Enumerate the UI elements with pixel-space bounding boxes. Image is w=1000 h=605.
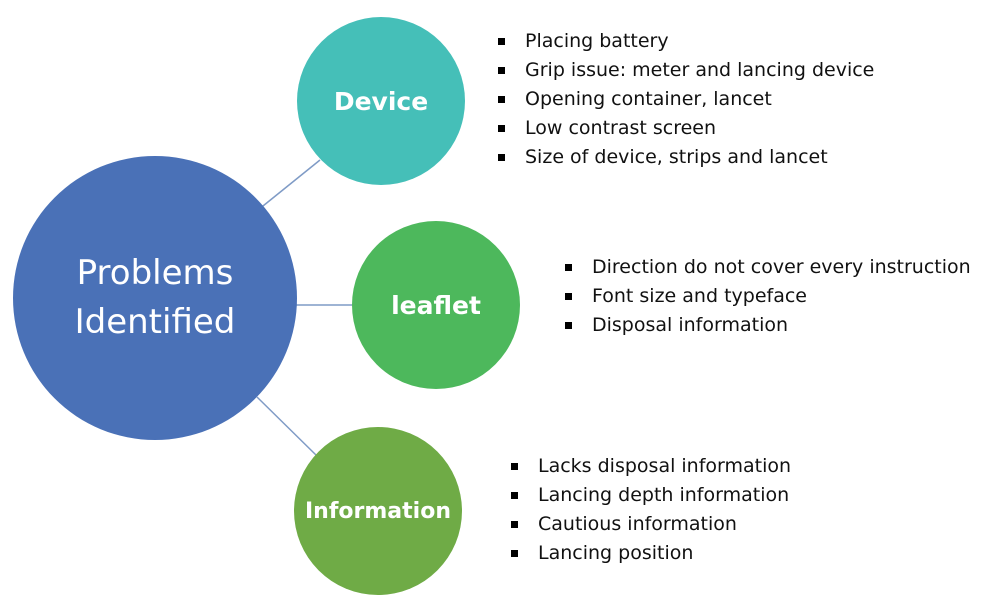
device-bullet-item: Size of device, strips and lancet [495, 143, 874, 172]
leaflet-bullet-item: Direction do not cover every instruction [562, 253, 971, 282]
leaflet-bullet-list: Direction do not cover every instruction… [562, 253, 971, 340]
connector-information [256, 396, 317, 456]
information-bullet-item: Cautious information [508, 510, 791, 539]
information-bullet-item: Lancing position [508, 539, 791, 568]
leaflet-bullet-item: Font size and typeface [562, 282, 971, 311]
leaflet-node-circle [352, 221, 520, 389]
main-node-label-line1: Problems [76, 252, 234, 293]
device-bullet-item: Low contrast screen [495, 114, 874, 143]
connector-device [257, 159, 321, 211]
leaflet-node-label: leaflet [391, 290, 481, 320]
information-bullet-item: Lancing depth information [508, 481, 791, 510]
leaflet-bullet-item: Disposal information [562, 311, 971, 340]
device-bullet-item: Grip issue: meter and lancing device [495, 56, 874, 85]
information-node-label: Information [305, 498, 451, 524]
information-node-circle [294, 427, 462, 595]
information-bullet-item: Lacks disposal information [508, 452, 791, 481]
main-node-label: Problems Identified [13, 156, 297, 440]
device-bullet-list: Placing battery Grip issue: meter and la… [495, 27, 874, 172]
device-bullet-item: Opening container, lancet [495, 85, 874, 114]
information-bullet-list: Lacks disposal information Lancing depth… [508, 452, 791, 568]
device-node-circle [297, 17, 465, 185]
main-node-label-line2: Identified [74, 302, 236, 342]
main-node-circle [13, 156, 297, 440]
device-bullet-item: Placing battery [495, 27, 874, 56]
device-node-label: Device [333, 86, 429, 116]
